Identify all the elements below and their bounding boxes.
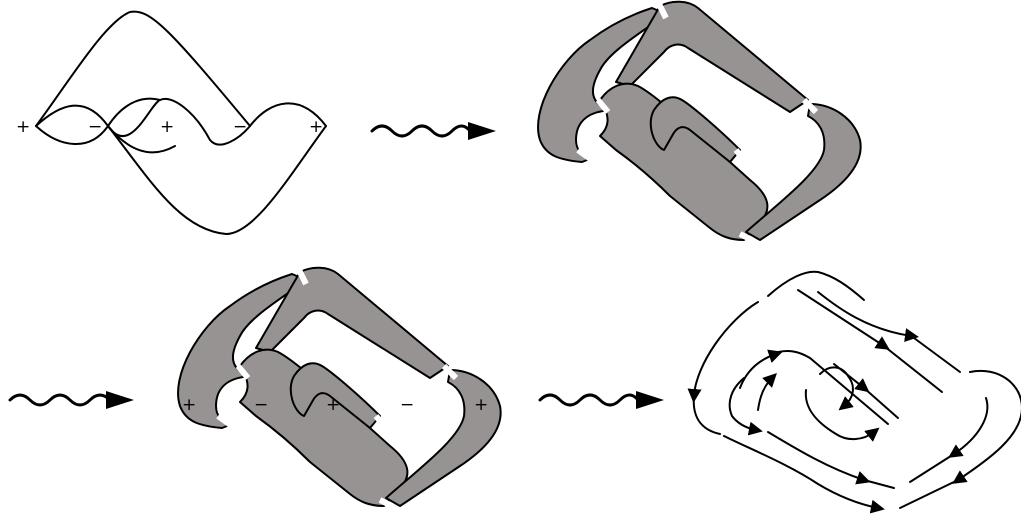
squiggle-arrow-2 [8, 391, 134, 409]
link-outer-left [687, 301, 759, 435]
link-right-inner [948, 397, 989, 458]
ribbon-sign-3: + [326, 395, 340, 415]
link-left-inner [728, 377, 763, 436]
squiggle-arrow-1 [370, 122, 496, 140]
front-wave-lower-2 [107, 125, 176, 154]
link-bottom-inner [767, 431, 871, 485]
link-left-up-2 [757, 373, 777, 411]
link-top-right [817, 291, 919, 342]
front-sign-1: + [16, 117, 30, 137]
front-bottom-arc [107, 125, 327, 235]
link-inner-diagonal-2 [883, 345, 943, 393]
link-right-loop [952, 369, 1021, 484]
front-sign-5: + [309, 117, 323, 137]
link-inner-diagonal [797, 289, 890, 350]
ribbon-sign-1: + [182, 395, 196, 415]
front-top-arc [35, 10, 251, 127]
link-right-loop-2 [899, 479, 959, 509]
link-top-right-2 [913, 337, 961, 373]
front-sign-4: − [233, 117, 247, 137]
squiggle-arrow-3 [538, 391, 664, 409]
front-sign-2: − [88, 117, 102, 137]
oriented-link [687, 270, 1021, 514]
link-center-loop-2 [804, 389, 880, 442]
link-middle-band [771, 350, 889, 425]
link-center-loop [819, 366, 854, 411]
ribbon-sign-4: − [400, 395, 414, 415]
link-outer-top [767, 270, 865, 301]
link-bottom-left [723, 435, 885, 514]
ribbon-surface [537, 0, 862, 243]
link-right-inner-2 [909, 453, 955, 483]
front-sign-3: + [160, 117, 174, 137]
front-diagram: + − + − + [16, 10, 327, 235]
link-center-mid-2 [863, 387, 899, 419]
front-wave-upper [35, 97, 327, 146]
ribbon-sign-5: + [474, 395, 488, 415]
ribbon-sign-2: − [254, 395, 268, 415]
link-bottom-inner-2 [863, 479, 895, 489]
ribbon-surface-signed: + − + − + [177, 266, 502, 509]
link-left-up [739, 349, 783, 389]
link-center-mid [833, 363, 870, 393]
